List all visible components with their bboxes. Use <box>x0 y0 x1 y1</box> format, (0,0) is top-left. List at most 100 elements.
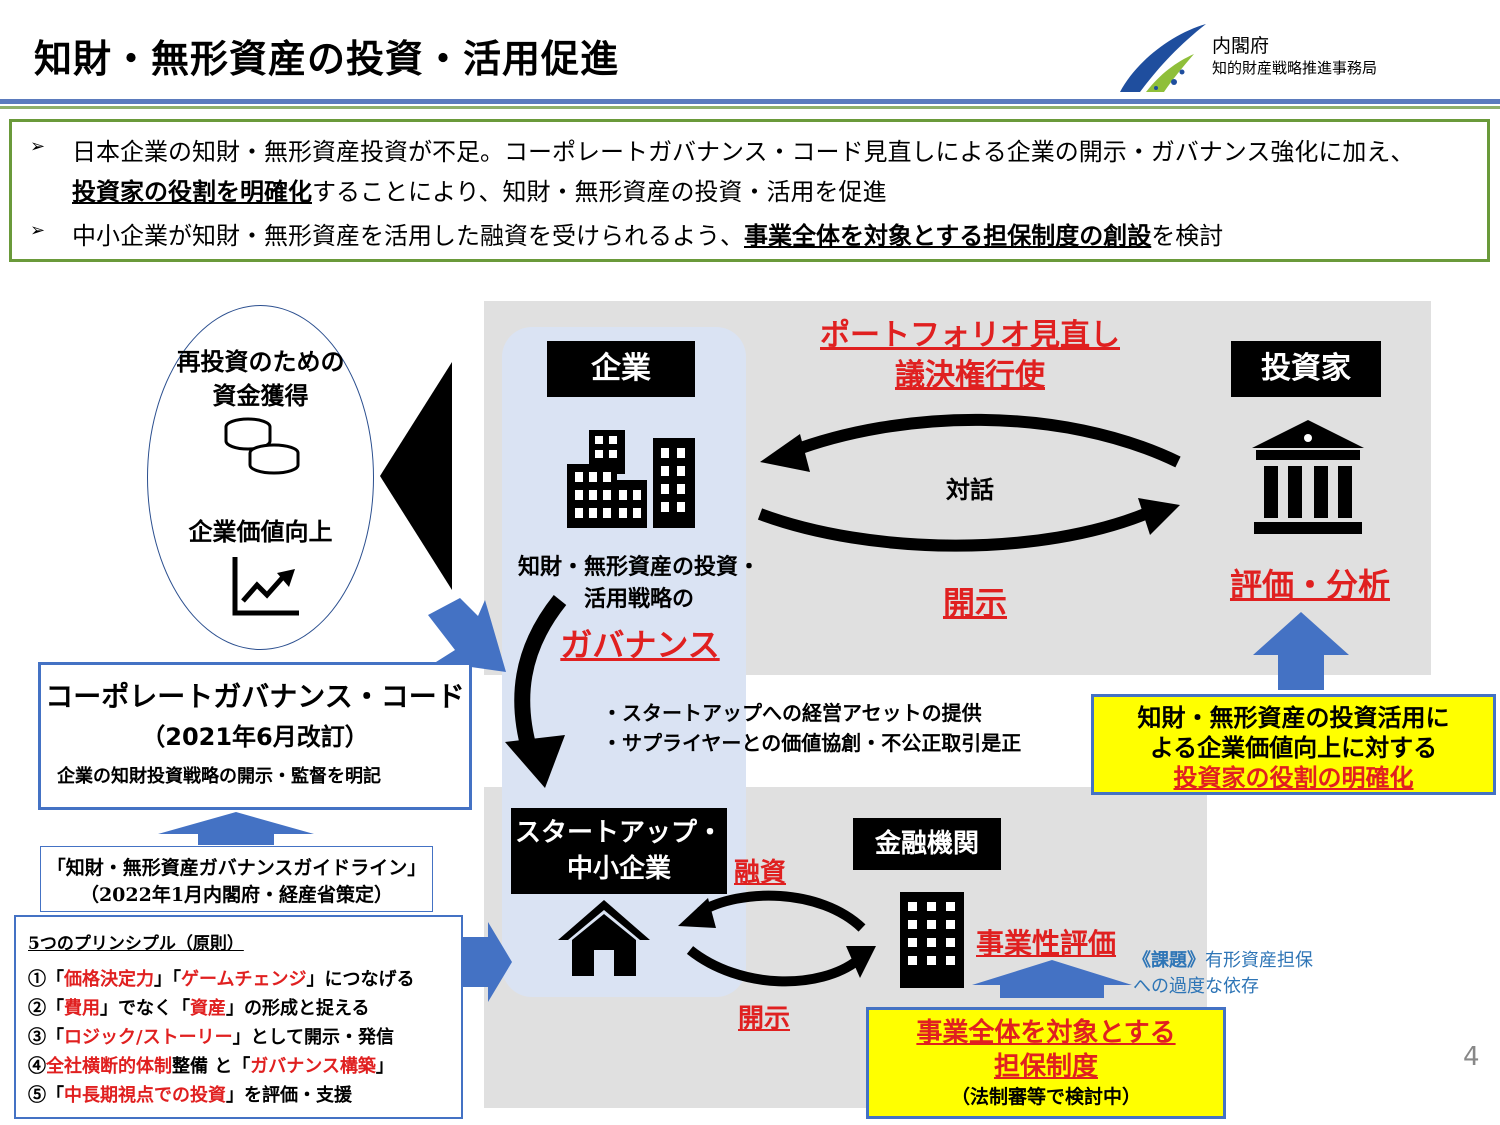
p4-e: 」 <box>375 1056 394 1077</box>
summary-box: ➢ 日本企業の知財・無形資産投資が不足。コーポレートガバナンス・コード見直しによ… <box>9 119 1490 262</box>
p2-c: 」でなく「 <box>100 998 190 1019</box>
bullet-arrow-icon: ➢ <box>30 136 46 157</box>
summary-line-1: 日本企業の知財・無形資産投資が不足。コーポレートガバナンス・コード見直しによる企… <box>72 138 1415 166</box>
business-evaluation-label: 事業性評価 <box>976 927 1117 960</box>
reinvestment-ellipse <box>147 305 374 650</box>
cgc-box: コーポレートガバナンス・コード （2021年6月改訂） 企業の知財投資戦略の開示… <box>38 662 472 810</box>
growth-chart-icon <box>232 557 299 616</box>
issue-text-1: 有形資産担保 <box>1205 950 1313 971</box>
issue-note: 《課題》有形資産担保 への過度な依存 <box>1133 948 1313 1000</box>
principle-5: ⑤「中長期視点での投資」を評価・支援 <box>28 1081 352 1107</box>
sme-label-line-2: 中小企業 <box>566 854 671 884</box>
reinvestment-line-1: 再投資のための <box>176 348 345 376</box>
summary-line-2-text: することにより、知財・無形資産の投資・活用を促進 <box>312 178 887 206</box>
big-left-triangle <box>380 362 452 590</box>
company-strategy-label: 知財・無形資産の投資・ 活用戦略の <box>484 552 794 616</box>
investor-label: 投資家 <box>1231 341 1381 397</box>
org-department: 知的財産戦略推進事務局 <box>1212 59 1378 77</box>
portfolio-line-2: 議決権行使 <box>895 358 1045 393</box>
p3-c: 」として開示・発信 <box>232 1027 395 1048</box>
p5-a: ⑤「 <box>28 1085 64 1106</box>
collateral-line-2: 担保制度 <box>993 1052 1098 1082</box>
investor-role-line-2: よる企業価値向上に対する <box>1149 734 1438 762</box>
p2-a: ②「 <box>28 998 64 1019</box>
sme-disclosure-label: 開示 <box>738 1004 791 1034</box>
cgc-title: コーポレートガバナンス・コード <box>45 680 465 713</box>
collateral-line-1: 事業全体を対象とする <box>916 1018 1176 1048</box>
summary-emphasis-collateral: 事業全体を対象とする担保制度の創設 <box>744 222 1152 250</box>
p2-cost: 費用 <box>64 998 100 1019</box>
guideline-box: 「知財・無形資産ガバナンスガイドライン」 （2022年1月内閣府・経産省策定） <box>40 846 433 912</box>
startup-notes: ・スタートアップへの経営アセットの提供 ・サプライヤーとの価値協創・不公正取引是… <box>602 698 1021 758</box>
page-title: 知財・無形資産の投資・活用促進 <box>34 37 620 81</box>
collateral-note: （法制審等で検討中） <box>950 1086 1141 1108</box>
house-icon <box>558 900 650 976</box>
p4-a: ④ <box>28 1056 46 1077</box>
guideline-line-2: （2022年1月内閣府・経産省策定） <box>79 884 394 906</box>
page-number: 4 <box>1463 1042 1480 1072</box>
issue-line-1: 《課題》有形資産担保 <box>1133 948 1313 974</box>
p1-a: ①「 <box>28 969 64 990</box>
cgc-description: 企業の知財投資戦略の開示・監督を明記 <box>57 766 381 787</box>
reinvestment-label: 再投資のための 資金獲得 <box>147 345 374 413</box>
disclosure-label: 開示 <box>942 584 1007 622</box>
issue-tag: 《課題》 <box>1133 950 1205 971</box>
p4-company-wide: 全社横断的体制 <box>46 1056 172 1077</box>
evaluation-label: 評価・分析 <box>1229 566 1390 604</box>
cgc-revision: （2021年6月改訂） <box>141 723 369 751</box>
p1-c: 」「 <box>154 969 181 990</box>
p5-long-term: 中長期視点での投資 <box>64 1085 226 1106</box>
p2-asset: 資産 <box>190 998 226 1019</box>
principles-box: 5つのプリンシプル（原則） ①「価格決定力」「ゲームチェンジ」につなげる ②「費… <box>14 915 463 1119</box>
p3-a: ③「 <box>28 1027 64 1048</box>
issue-line-2: への過度な依存 <box>1133 976 1259 997</box>
principle-2: ②「費用」でなく「資産」の形成と捉える <box>28 994 369 1020</box>
summary-line-2: 投資家の役割を明確化することにより、知財・無形資産の投資・活用を促進 <box>72 172 887 207</box>
financing-label: 融資 <box>734 858 787 888</box>
p3-logic-story: ロジック/ストーリー <box>64 1027 233 1048</box>
sme-label-line-1: スタートアップ・ <box>514 818 723 848</box>
reinvestment-line-2: 資金獲得 <box>212 382 309 410</box>
company-label: 企業 <box>547 341 695 397</box>
bank-label: 金融機関 <box>853 818 1001 870</box>
header-rule-green <box>0 106 1500 109</box>
startup-note-1: ・スタートアップへの経営アセットの提供 <box>602 701 982 725</box>
org-name: 内閣府 <box>1212 35 1270 57</box>
summary-line-3-end: を検討 <box>1151 222 1224 250</box>
summary-emphasis-investor-role: 投資家の役割を明確化 <box>72 178 312 206</box>
value-up-label: 企業価値向上 <box>188 518 333 546</box>
startup-note-2: ・サプライヤーとの価値協創・不公正取引是正 <box>602 731 1022 755</box>
p2-e: 」の形成と捉える <box>226 998 370 1019</box>
sme-label: スタートアップ・ 中小企業 <box>511 808 727 894</box>
p5-c: 」を評価・支援 <box>226 1085 352 1106</box>
principle-1: ①「価格決定力」「ゲームチェンジ」につなげる <box>28 965 414 991</box>
investor-role-line-3: 投資家の役割の明確化 <box>1173 764 1414 792</box>
p4-c: 整備 と「 <box>172 1056 251 1077</box>
portfolio-line-1: ポートフォリオ見直し <box>820 318 1120 353</box>
governance-label: ガバナンス <box>560 626 720 664</box>
p1-e: 」につなげる <box>306 969 415 990</box>
p1-pricing-power: 価格決定力 <box>64 969 154 990</box>
principle-3: ③「ロジック/ストーリー」として開示・発信 <box>28 1023 394 1049</box>
summary-line-3-text: 中小企業が知財・無形資産を活用した融資を受けられるよう、 <box>72 222 744 250</box>
coins-icon <box>224 417 300 475</box>
principles-title: 5つのプリンシプル（原則） <box>28 934 244 954</box>
bullet-arrow-icon: ➢ <box>30 220 46 241</box>
collateral-box: 事業全体を対象とする 担保制度 （法制審等で検討中） <box>866 1007 1226 1119</box>
strategy-line-1: 知財・無形資産の投資・ <box>517 555 760 580</box>
office-buildings-icon <box>567 430 695 528</box>
investor-role-line-1: 知財・無形資産の投資活用に <box>1137 704 1450 732</box>
summary-line-3: 中小企業が知財・無形資産を活用した融資を受けられるよう、事業全体を対象とする担保… <box>72 216 1223 251</box>
blue-arrow-up-right <box>428 598 506 672</box>
dialogue-label: 対話 <box>946 476 994 504</box>
bank-building-icon <box>1252 420 1364 534</box>
principle-4: ④全社横断的体制整備 と「ガバナンス構築」 <box>28 1052 394 1078</box>
p1-game-change: ゲームチェンジ <box>181 969 307 990</box>
strategy-line-2: 活用戦略の <box>583 587 694 612</box>
portfolio-label: ポートフォリオ見直し 議決権行使 <box>820 316 1120 396</box>
investor-role-box: 知財・無形資産の投資活用に よる企業価値向上に対する 投資家の役割の明確化 <box>1091 694 1496 795</box>
p4-governance: ガバナンス構築 <box>250 1056 376 1077</box>
bank-tower-icon <box>900 892 964 988</box>
cabinet-office-logo-icon <box>1120 24 1206 92</box>
